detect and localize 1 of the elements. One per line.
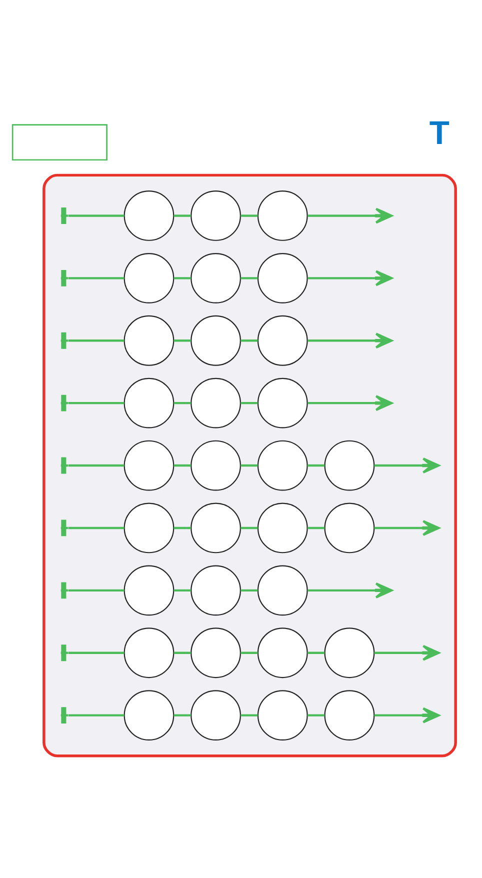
label: T (429, 113, 450, 150)
